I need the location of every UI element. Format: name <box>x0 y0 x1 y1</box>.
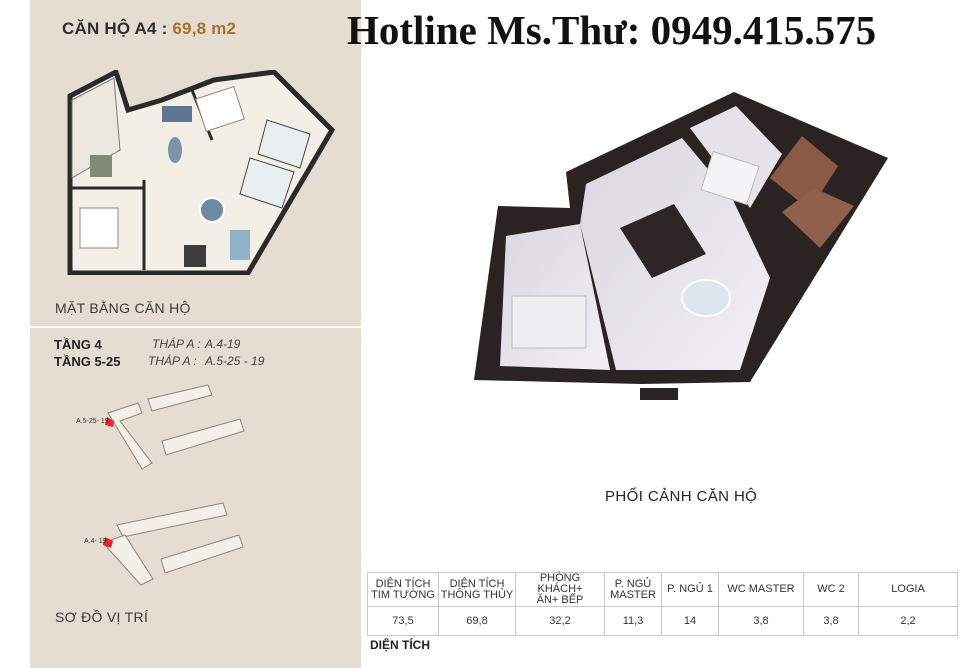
render-rug <box>620 204 706 278</box>
header-line-1: PHÒNG KHÁCH+ <box>537 572 583 595</box>
site-marker-upper-label: A.5-25- 19 <box>76 418 109 425</box>
header-cell: WC 2 <box>803 572 859 607</box>
table-cell: 32,2 <box>515 606 605 636</box>
table-cell: 69,8 <box>438 606 516 636</box>
table-cell: 14 <box>661 606 719 636</box>
render-bed-2 <box>700 150 760 206</box>
kitchen-counter <box>230 230 250 260</box>
header-cell: WC MASTER <box>718 572 804 607</box>
header-line-1: DIỆN TÍCH <box>449 577 505 590</box>
header-line-1: P. NGỦ 1 <box>667 583 713 595</box>
apartment-label: CĂN HỘ A4 : <box>62 19 168 38</box>
header-cell: LOGIA <box>858 572 958 607</box>
header-line-2: THÔNG THỦY <box>440 588 514 601</box>
sofa <box>162 106 192 122</box>
table-cell: 2,2 <box>858 606 958 636</box>
unit-code-1: A.4-19 <box>205 337 241 351</box>
area-table-row: 73,5 69,8 32,2 11,3 14 3,8 3,8 2,2 <box>367 606 958 636</box>
render-master-room <box>690 106 782 208</box>
floor-label-2: TẦNG 5-25 <box>54 354 121 369</box>
apartment-area: 69,8 m2 <box>172 19 237 38</box>
header-cell: PHÒNG KHÁCH+ĂN+ BẾP <box>515 572 605 607</box>
header-line-1: LOGIA <box>891 583 925 595</box>
render-entry <box>640 388 678 400</box>
site-plan-upper <box>105 384 245 470</box>
bedroom-bed <box>79 207 119 249</box>
floor-plan-caption: MẶT BẰNG CĂN HỘ <box>55 300 191 316</box>
area-table-caption: DIỆN TÍCH <box>370 638 430 652</box>
header-line-2: MASTER <box>610 588 656 601</box>
wc-master <box>257 119 311 169</box>
header-line-2: ĂN+ BẾP <box>536 594 584 606</box>
floor-plan-drawing <box>67 70 336 275</box>
wc-2 <box>239 157 295 209</box>
apartment-3d-render <box>474 92 888 400</box>
master-bed <box>195 86 245 132</box>
hotline-banner: Hotline Ms.Thư: 0949.415.575 <box>347 7 877 53</box>
site-marker-lower-label: A.4- 19 <box>84 538 107 545</box>
apartment-title: CĂN HỘ A4 : 69,8 m2 <box>62 19 236 39</box>
header-line-1: P. NGỦ <box>614 577 652 590</box>
header-line-1: DIỆN TÍCH <box>375 577 431 590</box>
render-wc-2 <box>782 188 854 248</box>
dining-table <box>199 197 225 223</box>
render-caption: PHỐI CẢNH CĂN HỘ <box>605 488 758 505</box>
table-cell: 3,8 <box>718 606 804 636</box>
tower-label-1: THÁP A : <box>152 337 201 351</box>
unit-code-2: A.5-25 - 19 <box>205 354 265 368</box>
floor-label-1: TẦNG 4 <box>54 337 102 352</box>
panel-divider <box>30 326 361 328</box>
plan-logia <box>71 77 121 179</box>
header-line-1: WC 2 <box>817 583 845 595</box>
table-cell: 11,3 <box>604 606 662 636</box>
unit-marker-upper <box>105 417 114 427</box>
site-plan-caption: SƠ ĐỒ VỊ TRÍ <box>55 609 149 625</box>
header-cell: P. NGỦ 1 <box>661 572 719 607</box>
site-plan-lower <box>102 502 244 586</box>
kitchen-block <box>184 245 206 267</box>
header-line-2: TIM TƯỜNG <box>371 588 435 601</box>
table-cell: 73,5 <box>367 606 439 636</box>
unit-marker-lower <box>103 537 113 548</box>
render-bed-1 <box>511 295 587 349</box>
tower-label-2: THÁP A : <box>148 354 197 368</box>
table-cell: 3,8 <box>803 606 859 636</box>
header-line-1: WC MASTER <box>727 583 795 595</box>
render-dining-table <box>681 279 731 317</box>
logia-plant <box>90 155 112 177</box>
living-table <box>168 137 182 163</box>
